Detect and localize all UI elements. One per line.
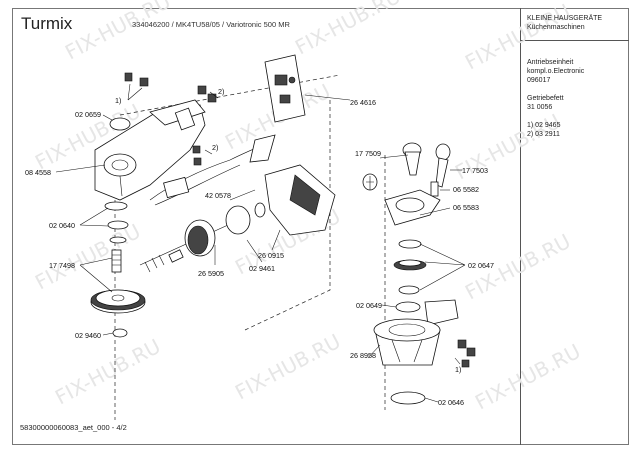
motor-housing (94, 99, 206, 201)
callout-note: 1) (115, 96, 121, 105)
washer-part (398, 285, 420, 295)
part-number: 02 0646 (438, 398, 464, 407)
ring-part (395, 301, 421, 313)
small-sleeve (430, 181, 439, 197)
part-number: 06 5583 (453, 203, 479, 212)
gear-wheel (90, 289, 146, 314)
part-number: 17 7503 (462, 166, 488, 175)
model-reference: 334046200 / MK4TU58/05 / Variotronic 500… (132, 20, 290, 29)
part-number: 26 5905 (198, 269, 224, 278)
group-code: 096017 (527, 77, 551, 84)
drawing-frame (12, 8, 629, 445)
footnote-1: 1) 02 9465 (527, 122, 561, 129)
part-number: 42 0578 (205, 191, 231, 200)
connector-plug (249, 134, 276, 163)
washer-part (104, 201, 128, 211)
circuit-board (264, 54, 306, 123)
funnel-bowl (373, 318, 441, 366)
wire-harness (154, 164, 241, 206)
part-number: 02 0640 (49, 221, 75, 230)
footnote-2: 2) 03 2911 (527, 131, 560, 138)
group-name: Antriebseinheit (527, 59, 574, 66)
shaft-part (111, 249, 122, 273)
beater-head (362, 142, 451, 197)
field-coil (264, 164, 336, 236)
callout-note: 2) (212, 143, 218, 152)
part-number: 17 7509 (355, 149, 381, 158)
sheet-number: 58300000060083_aet_000 - 4/2 (20, 423, 127, 432)
category-block: KLEINE HAUSGERÄTE Küchenmaschinen (527, 14, 602, 32)
gear-grease-code: 31 0056 (527, 104, 553, 111)
group-name-line2: kompl.o.Electronic (527, 68, 585, 75)
armature-rotor (139, 202, 266, 273)
assembly-axis (119, 74, 341, 116)
part-number: 26 4616 (350, 98, 376, 107)
screw-set (457, 339, 476, 368)
column-divider (520, 8, 521, 445)
part-number: 08 4558 (25, 168, 51, 177)
watermark-text: FIX-HUB.RU (31, 219, 144, 294)
category-title: KLEINE HAUSGERÄTE (527, 15, 603, 22)
washer-part (398, 239, 422, 249)
part-number: 26 0915 (258, 251, 284, 260)
part-number: 06 5582 (453, 185, 479, 194)
screw-set (124, 72, 217, 166)
part-number: 17 7498 (49, 261, 75, 270)
watermark-text: FIX-HUB.RU (291, 0, 404, 59)
part-number: 26 8958 (350, 351, 376, 360)
part-number: 02 9461 (249, 264, 275, 273)
bracket-part (424, 299, 459, 326)
washer-part (107, 220, 129, 230)
base-ring (390, 391, 426, 405)
gear-housing (384, 189, 441, 226)
assembly-axis (244, 100, 331, 331)
part-number: 02 9460 (75, 331, 101, 340)
part-number: 02 0647 (468, 261, 494, 270)
watermark-text: FIX-HUB.RU (61, 0, 174, 64)
washer-part (112, 328, 128, 338)
callout-note: 2) (218, 87, 224, 96)
watermark-text: FIX-HUB.RU (471, 339, 584, 414)
leader-lines (55, 83, 466, 403)
info-block: Antriebseinheit kompl.o.Electronic 09601… (527, 58, 584, 139)
watermark-text: FIX-HUB.RU (231, 329, 344, 404)
washer-part (109, 236, 127, 244)
part-number: 02 0659 (75, 110, 101, 119)
category-subtitle: Küchenmaschinen (527, 24, 585, 31)
ring-part (109, 117, 131, 131)
header-divider (520, 40, 629, 41)
watermark-text: FIX-HUB.RU (51, 334, 164, 409)
gear-grease-label: Getriebefett (527, 95, 564, 102)
connector-block (163, 176, 190, 199)
brand-name: Turmix (21, 14, 73, 33)
part-number-labels: 02 0659 08 4558 02 0640 17 7498 02 9460 … (25, 87, 494, 407)
callout-note: 1) (455, 365, 461, 374)
shaft-thread (112, 254, 121, 266)
part-number: 02 0649 (356, 301, 382, 310)
